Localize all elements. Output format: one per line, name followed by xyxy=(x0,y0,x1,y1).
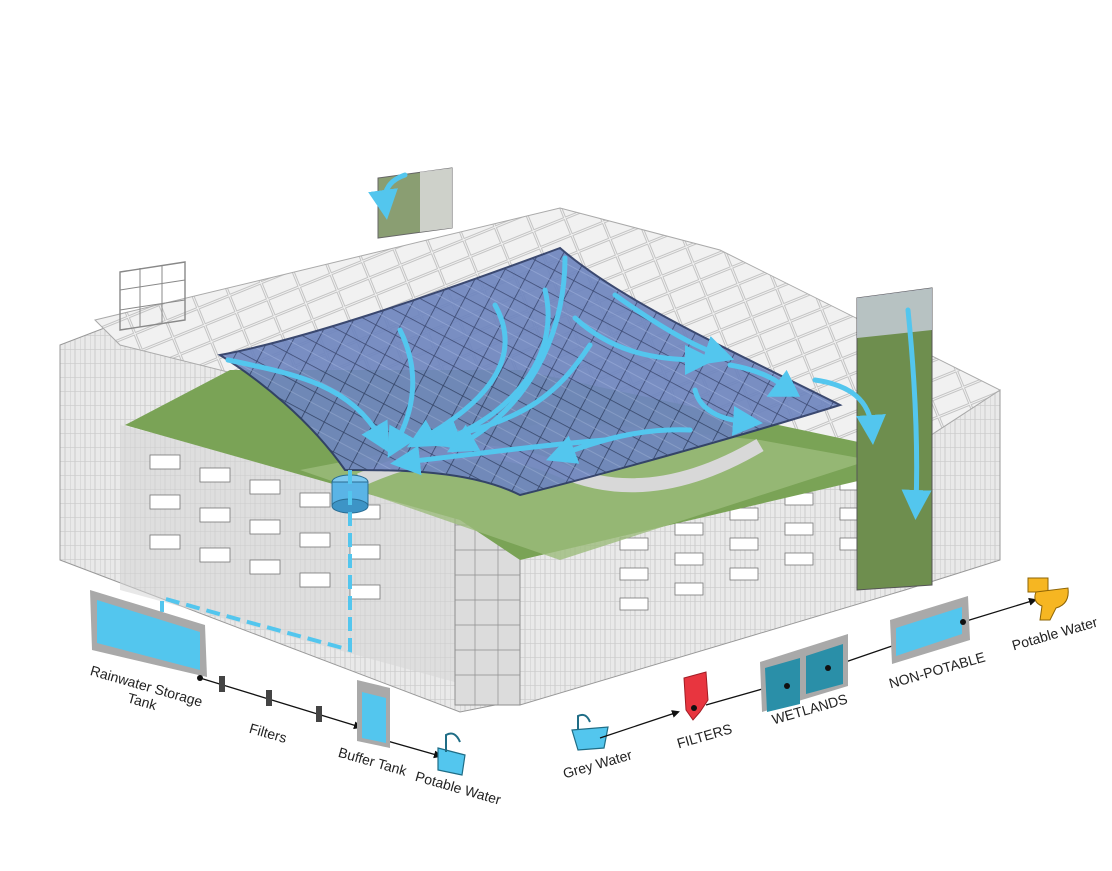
buffer-tank xyxy=(357,680,390,748)
filter-red-icon xyxy=(684,672,708,720)
sink-icon xyxy=(572,715,608,750)
green-tower-top xyxy=(378,168,452,238)
toilet-icon xyxy=(1028,578,1068,620)
non-potable-tank xyxy=(890,596,970,664)
tap-icon xyxy=(438,734,465,775)
filter-cartridge-icon xyxy=(219,676,322,722)
green-tower-right xyxy=(857,288,932,590)
